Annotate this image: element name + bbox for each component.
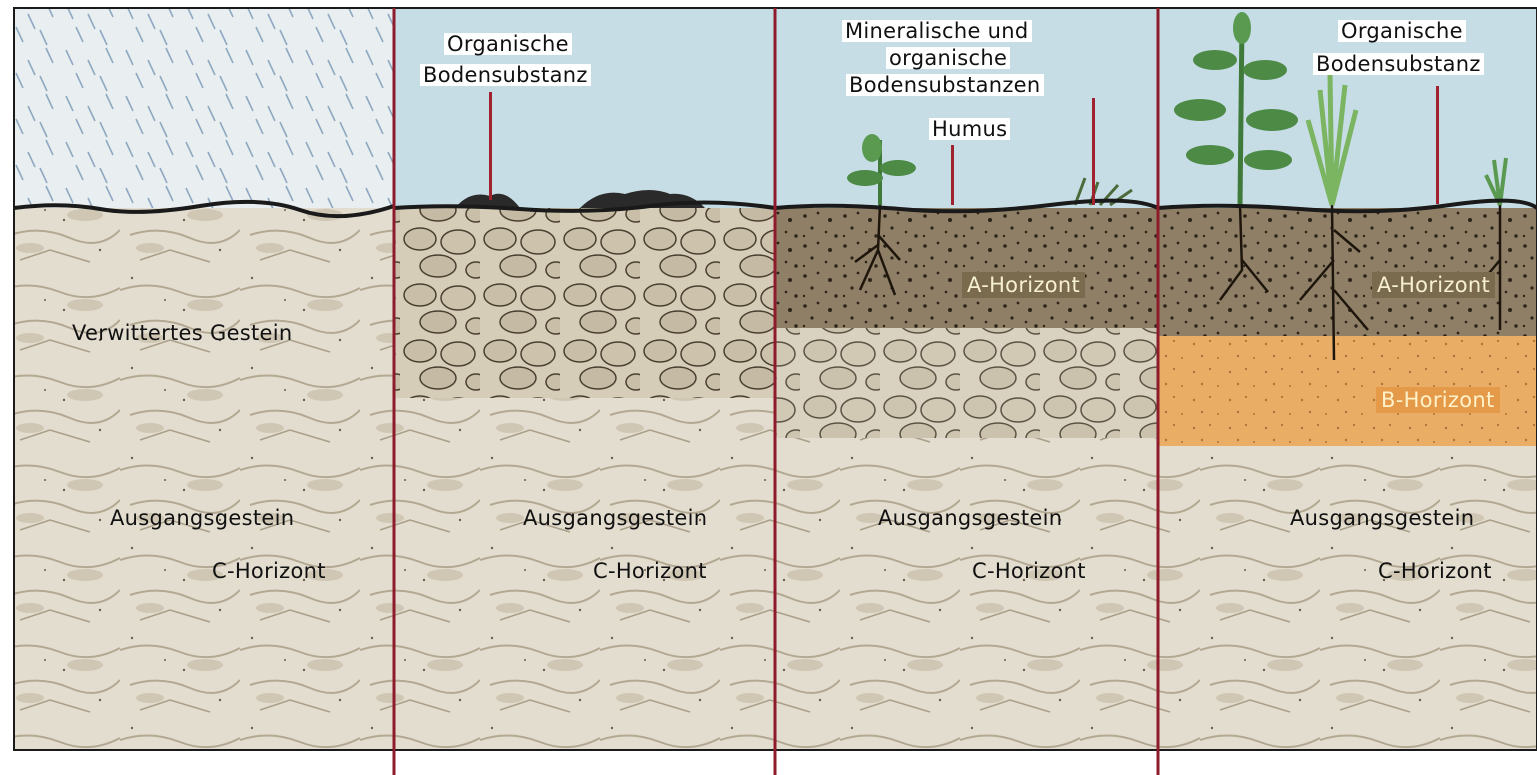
parent-rock-layer [394,398,775,750]
label-parent-rock: Ausgangsgestein [1290,507,1474,529]
label-b-horizon: B-Horizont [1376,387,1500,413]
label-organic-line2: Bodensubstanz [1313,53,1484,75]
label-c-horizon: C-Horizont [593,560,707,582]
pointer-mineral-organic-p3 [1092,98,1095,205]
panel-1 [14,8,394,750]
label-a-horizon: A-Horizont [1372,272,1495,298]
label-a-horizon: A-Horizont [962,272,1085,298]
pointer-humus-p3 [951,145,954,205]
panel-2 [394,8,775,750]
parent-rock-layer [775,438,1158,750]
label-organic-line1: Organische [444,33,572,55]
label-organic-line2: Bodensubstanz [420,64,591,86]
pointer-organic-p2 [489,92,492,200]
label-c-horizon: C-Horizont [1378,560,1492,582]
label-humus: Humus [929,118,1010,140]
label-c-horizon: C-Horizont [972,560,1086,582]
a-horizon-layer [775,208,1158,328]
label-mineral-organic-line2: organische [886,47,1010,69]
label-c-horizon: C-Horizont [212,560,326,582]
rain-sky [14,8,394,208]
transition-layer [775,328,1158,438]
pointer-organic-p4 [1436,86,1439,204]
cobble-layer [394,208,775,398]
label-weathered-rock: Verwittertes Gestein [72,322,293,344]
label-parent-rock: Ausgangsgestein [110,507,294,529]
parent-rock-layer [1158,446,1537,750]
label-parent-rock: Ausgangsgestein [523,507,707,529]
label-mineral-organic-line1: Mineralische und [842,20,1032,42]
label-parent-rock: Ausgangsgestein [878,507,1062,529]
label-organic-line1: Organische [1338,20,1466,42]
label-mineral-organic-line3: Bodensubstanzen [846,74,1044,96]
panel-4 [1158,8,1537,750]
weathered-rock-layer [14,208,394,750]
